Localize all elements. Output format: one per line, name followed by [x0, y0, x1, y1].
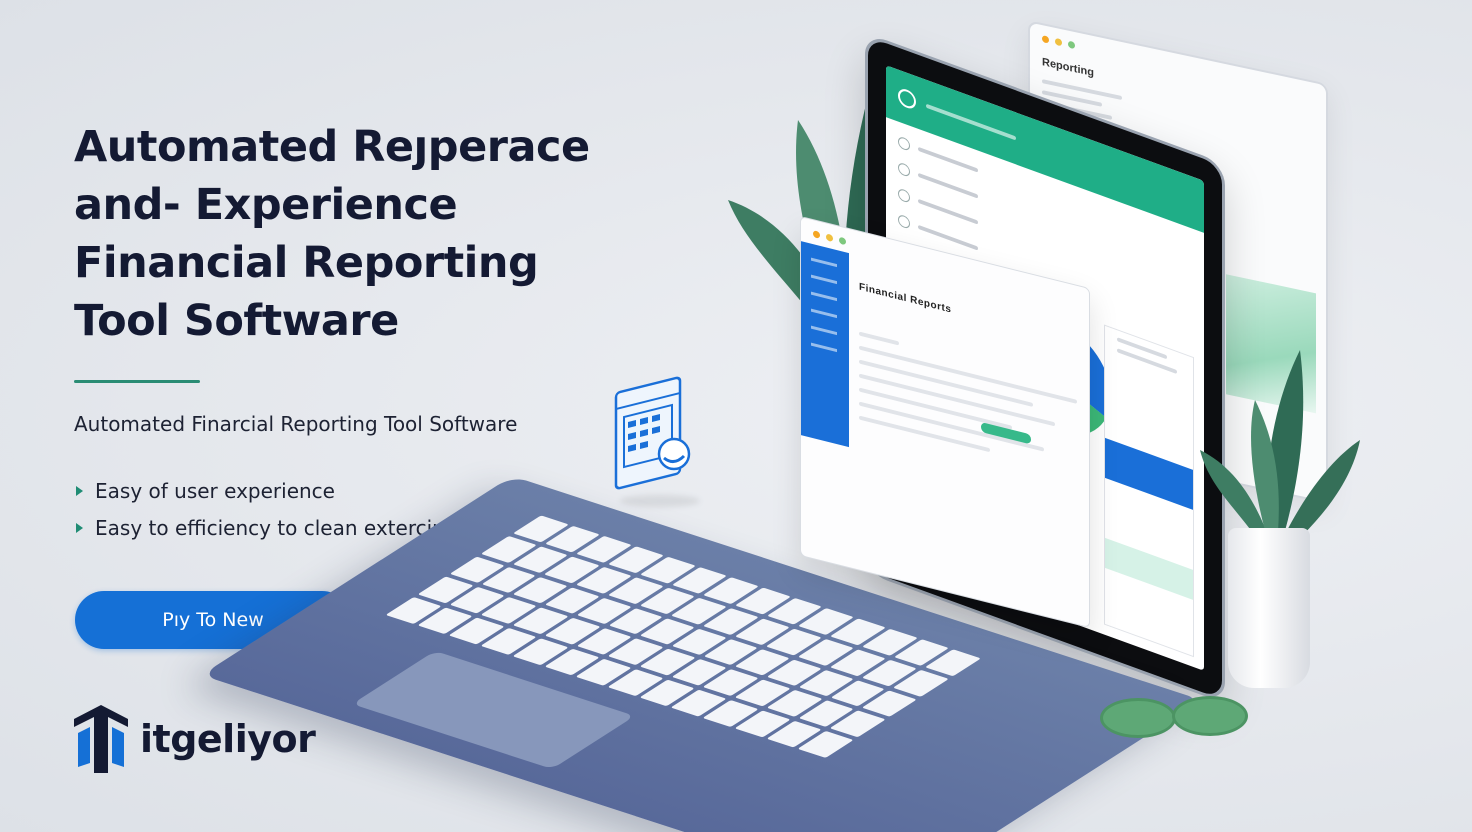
menu-circle-icon — [898, 213, 910, 230]
menu-circle-icon — [898, 161, 910, 178]
report-window: Financial Reports — [800, 215, 1090, 629]
headline: Automated Reȷperace and- Experience Fina… — [74, 118, 674, 350]
feature-item: Easy of user experience — [76, 472, 473, 509]
bullet-triangle-icon — [76, 522, 83, 533]
headline-line-3: Financial Reporting — [74, 238, 539, 288]
feature-item: Easy to efficiency to clean extercipicy — [76, 509, 473, 546]
subtitle: Automated Finarcial Reporting Tool Softw… — [74, 412, 518, 436]
report-window-title: Financial Reports — [859, 281, 952, 316]
plant-pot — [1228, 528, 1310, 688]
menu-circle-icon — [898, 135, 910, 152]
dashboard-logo-icon — [898, 86, 916, 112]
t-pillar-logo-icon — [74, 705, 128, 773]
window-sidebar — [801, 241, 849, 448]
headline-line-2: and- Experience — [74, 180, 458, 230]
hero-text: Automated Reȷperace and- Experience Fina… — [74, 118, 674, 350]
coin-icon — [1100, 698, 1176, 738]
headline-line-4: Tool Software — [74, 296, 399, 346]
calendar-report-icon — [614, 376, 691, 490]
feature-text: Easy to efficiency to clean extercipicy — [95, 515, 474, 540]
potted-plant-icon — [1200, 350, 1360, 556]
laptop-illustration: Reporting — [201, 20, 1472, 832]
brand-name: itgeliyor — [140, 717, 316, 761]
icon-shadow — [620, 495, 700, 507]
brand: itgeliyor — [72, 703, 316, 775]
bullet-triangle-icon — [76, 485, 83, 496]
feature-list: Easy of user experience Easy to efficien… — [76, 472, 473, 546]
coin-icon — [1172, 696, 1248, 736]
accent-divider — [74, 380, 200, 383]
headline-line-1: Automated Reȷperace — [74, 122, 590, 172]
feature-text: Easy of user experience — [95, 478, 335, 503]
menu-circle-icon — [898, 187, 910, 204]
dashboard-side-panel — [1104, 324, 1194, 658]
